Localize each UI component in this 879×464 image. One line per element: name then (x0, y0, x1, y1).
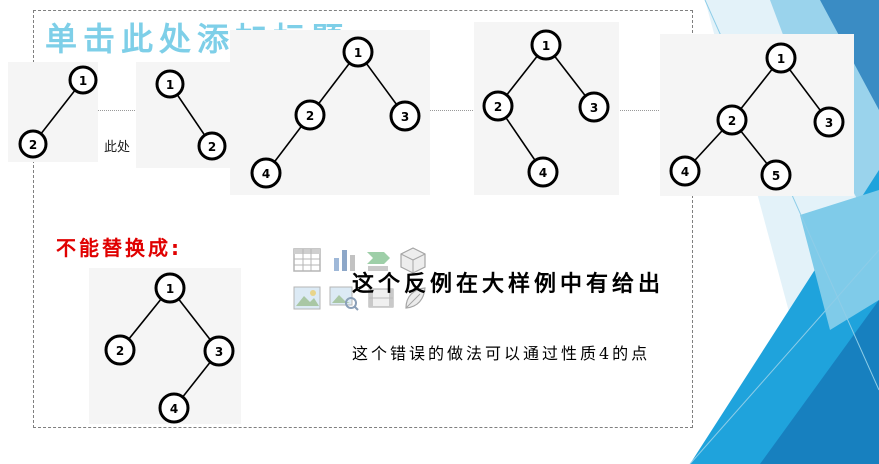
svg-text:2: 2 (116, 344, 124, 358)
picture-icon[interactable] (292, 284, 322, 312)
tree-node: 1 (68, 65, 98, 95)
tree-node: 1 (155, 69, 185, 99)
svg-text:1: 1 (542, 39, 550, 53)
tree-node: 1 (530, 29, 562, 61)
video-icon[interactable] (366, 284, 396, 312)
svg-text:4: 4 (539, 166, 547, 180)
svg-text:1: 1 (79, 74, 87, 88)
tree-diagram-6[interactable]: 1 2 3 4 (89, 268, 241, 424)
tree-diagram-4[interactable]: 1 2 3 4 (474, 22, 619, 195)
svg-text:1: 1 (777, 52, 785, 66)
svg-text:3: 3 (825, 116, 833, 130)
tree-node: 3 (813, 106, 845, 138)
svg-text:4: 4 (681, 165, 689, 179)
body-placeholder-hint[interactable]: 此处 (104, 140, 131, 155)
svg-text:1: 1 (166, 282, 174, 296)
tree-node: 1 (765, 42, 797, 74)
tree-diagram-5[interactable]: 1 2 3 4 5 (660, 34, 854, 196)
tree-node: 2 (197, 131, 227, 161)
svg-text:2: 2 (208, 140, 216, 154)
tree-node: 2 (104, 334, 136, 366)
svg-text:3: 3 (401, 110, 409, 124)
counterexample-note: 这个反例在大样例中有给出 (352, 271, 665, 297)
3d-model-icon[interactable] (398, 246, 428, 274)
svg-text:1: 1 (354, 46, 362, 60)
tree-diagram-3[interactable]: 1 2 3 4 (230, 30, 430, 195)
tree-node: 5 (760, 159, 792, 191)
svg-text:3: 3 (590, 101, 598, 115)
svg-text:1: 1 (166, 78, 174, 92)
tree-node: 2 (18, 129, 48, 159)
tree-node: 2 (482, 90, 514, 122)
tree-node: 3 (203, 335, 235, 367)
svg-text:2: 2 (29, 138, 37, 152)
svg-text:2: 2 (494, 100, 502, 114)
online-picture-icon[interactable] (328, 284, 360, 312)
tree-node: 3 (389, 100, 421, 132)
tree-diagram-1[interactable]: 1 2 (8, 62, 98, 162)
cannot-replace-label: 不能替换成: (56, 236, 182, 260)
tree-node: 4 (669, 155, 701, 187)
table-icon[interactable] (292, 246, 322, 274)
wrong-approach-note: 这个错误的做法可以通过性质4的点 (352, 344, 651, 363)
tree-node: 2 (294, 99, 326, 131)
tree-node: 4 (250, 157, 282, 189)
tree-node: 3 (578, 91, 610, 123)
content-insert-icons (292, 246, 432, 314)
svg-text:3: 3 (215, 345, 223, 359)
icons-icon[interactable] (400, 284, 430, 312)
svg-text:2: 2 (728, 114, 736, 128)
svg-text:4: 4 (170, 402, 178, 416)
svg-text:2: 2 (306, 109, 314, 123)
chart-icon[interactable] (330, 246, 360, 274)
tree-node: 1 (154, 272, 186, 304)
svg-text:5: 5 (772, 169, 780, 183)
tree-node: 4 (527, 156, 559, 188)
content-placeholder-box[interactable] (33, 10, 693, 428)
tree-node: 1 (342, 36, 374, 68)
smartart-icon[interactable] (364, 246, 394, 274)
tree-node: 2 (716, 104, 748, 136)
svg-text:4: 4 (262, 167, 270, 181)
tree-node: 4 (158, 392, 190, 424)
tree-diagram-2[interactable]: 1 2 (136, 62, 232, 168)
